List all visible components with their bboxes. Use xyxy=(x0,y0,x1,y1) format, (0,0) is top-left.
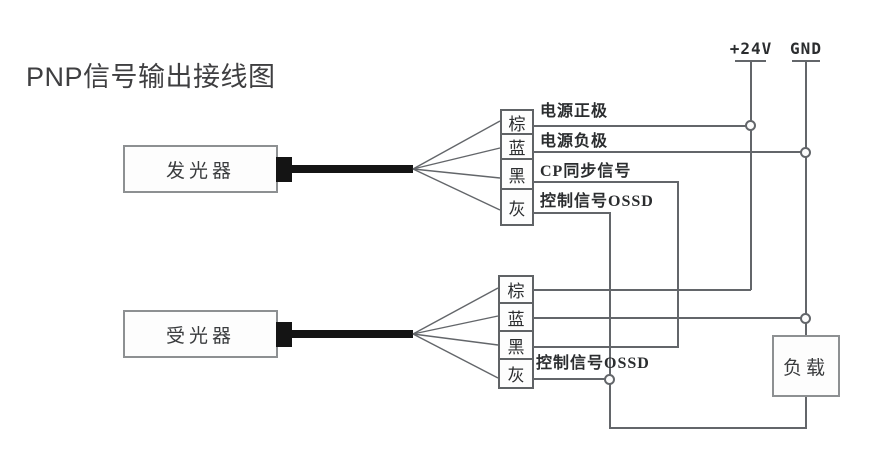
emitter-terminal-black: 黑 xyxy=(500,158,534,190)
terminal-color-label: 黑 xyxy=(508,166,526,186)
fan-wire xyxy=(412,333,499,379)
emitter-box: 发光器 xyxy=(123,145,278,193)
emitter-cable xyxy=(292,165,413,173)
fan-wire xyxy=(412,168,501,211)
receiver-brown-wire xyxy=(533,289,751,291)
terminal-color-label: 蓝 xyxy=(507,309,525,329)
load-bottom-lead xyxy=(805,397,807,428)
rail-label-gnd: GND xyxy=(790,39,822,58)
terminal-color-label: 灰 xyxy=(508,199,526,219)
rail-24v-line xyxy=(750,61,752,290)
connection-node-ossd xyxy=(604,374,615,385)
emitter-brown-wire xyxy=(533,125,748,127)
emitter-terminal-blue: 蓝 xyxy=(500,133,534,160)
terminal-color-label: 棕 xyxy=(508,114,526,134)
ossd-bus-vertical xyxy=(609,212,611,429)
emitter-cable-connector xyxy=(276,157,292,182)
signal-label-ossd-receiver: 控制信号OSSD xyxy=(536,355,650,372)
connection-node-gnd-emitter xyxy=(800,147,811,158)
signal-label-power-positive: 电源正极 xyxy=(540,103,609,120)
emitter-terminal-gray: 灰 xyxy=(500,188,534,226)
rail-gnd-line xyxy=(805,61,807,336)
receiver-cable xyxy=(292,330,413,338)
emitter-black-wire-drop xyxy=(677,181,679,347)
receiver-gray-wire xyxy=(533,378,605,380)
receiver-wire-fanout xyxy=(412,287,499,379)
receiver-cable-connector xyxy=(276,322,292,347)
emitter-wire-fanout xyxy=(412,120,501,211)
receiver-black-wire xyxy=(533,346,679,348)
terminal-color-label: 棕 xyxy=(507,282,525,301)
receiver-box: 受光器 xyxy=(123,310,278,358)
fan-wire xyxy=(412,333,499,346)
signal-label-ossd-emitter: 控制信号OSSD xyxy=(540,193,654,210)
emitter-gray-wire xyxy=(533,212,611,214)
load-label: 负载 xyxy=(782,357,829,379)
signal-label-power-negative: 电源负极 xyxy=(540,133,609,150)
receiver-label: 受光器 xyxy=(165,325,235,347)
terminal-color-label: 灰 xyxy=(507,366,525,385)
fan-wire xyxy=(412,287,499,335)
emitter-label: 发光器 xyxy=(165,160,235,182)
receiver-terminal-gray: 灰 xyxy=(498,358,534,389)
connection-node-gnd-receiver xyxy=(800,313,811,324)
load-box: 负载 xyxy=(772,335,840,397)
terminal-color-label: 黑 xyxy=(507,337,525,357)
fan-wire xyxy=(412,147,501,170)
receiver-terminal-black: 黑 xyxy=(498,330,534,360)
receiver-blue-wire xyxy=(533,317,801,319)
rail-label-24v: +24V xyxy=(729,39,773,58)
ossd-return-line xyxy=(609,427,807,429)
connection-node-24v-emitter xyxy=(745,120,756,131)
emitter-blue-wire xyxy=(533,151,802,153)
signal-label-cp-sync: CP同步信号 xyxy=(540,163,632,180)
receiver-terminal-blue: 蓝 xyxy=(498,302,534,332)
fan-wire xyxy=(412,120,501,170)
emitter-black-wire xyxy=(533,181,679,183)
fan-wire xyxy=(412,315,499,335)
fan-wire xyxy=(412,168,501,179)
page-title: PNP信号输出接线图 xyxy=(26,62,276,92)
emitter-terminal-brown: 棕 xyxy=(500,109,534,135)
terminal-color-label: 蓝 xyxy=(508,139,526,158)
receiver-terminal-brown: 棕 xyxy=(498,275,534,304)
